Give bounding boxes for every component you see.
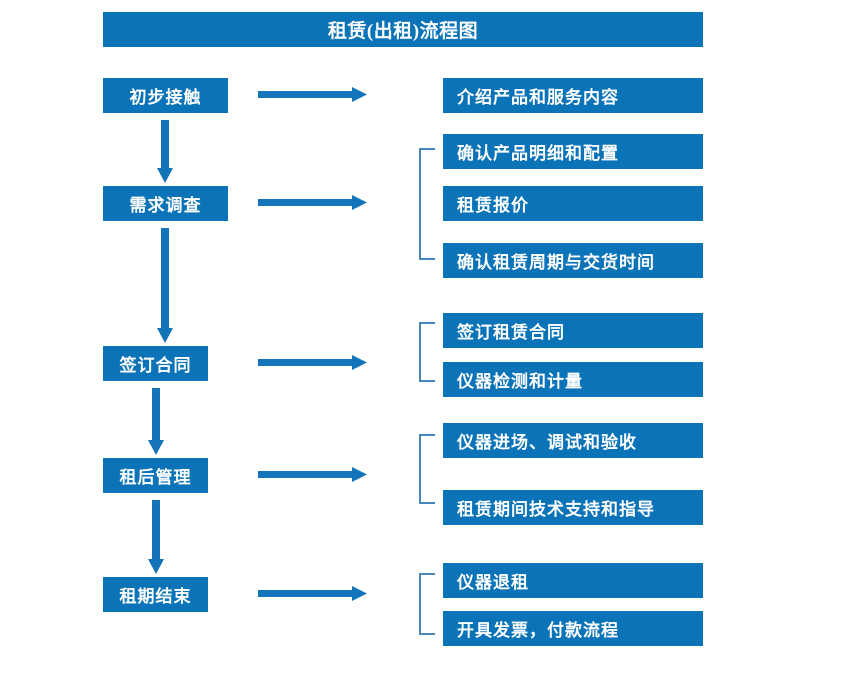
arrow-down-icon-3 [145, 388, 167, 456]
stage-box-5[interactable]: 租期结束 [103, 577, 208, 612]
stage-box-3[interactable]: 签订合同 [103, 346, 208, 381]
detail-box-g3-i1[interactable]: 签订租赁合同 [443, 313, 703, 348]
arrow-down-icon-4 [145, 500, 167, 575]
detail-box-g2-i3[interactable]: 确认租赁周期与交货时间 [443, 243, 703, 278]
arrow-right-icon-4 [258, 466, 368, 484]
stage-box-2[interactable]: 需求调查 [103, 186, 228, 221]
arrow-right-icon-2 [258, 194, 368, 212]
detail-box-g4-i1[interactable]: 仪器进场、调试和验收 [443, 423, 703, 458]
detail-box-g1-i1[interactable]: 介绍产品和服务内容 [443, 78, 703, 113]
detail-box-g2-i2[interactable]: 租赁报价 [443, 186, 703, 221]
arrow-right-icon-3 [258, 354, 368, 372]
stage-box-4[interactable]: 租后管理 [103, 458, 208, 493]
detail-box-g5-i1[interactable]: 仪器退租 [443, 563, 703, 598]
arrow-right-icon-1 [258, 86, 368, 104]
detail-box-g5-i2[interactable]: 开具发票，付款流程 [443, 611, 703, 646]
arrow-down-icon-2 [154, 228, 176, 344]
detail-box-g2-i1[interactable]: 确认产品明细和配置 [443, 134, 703, 169]
flowchart-title: 租赁(出租)流程图 [103, 12, 703, 47]
arrow-right-icon-5 [258, 585, 368, 603]
group-bracket-icon-2 [419, 148, 435, 260]
group-bracket-icon-5 [419, 573, 435, 635]
stage-box-1[interactable]: 初步接触 [103, 78, 228, 113]
detail-box-g3-i2[interactable]: 仪器检测和计量 [443, 362, 703, 397]
arrow-down-icon-1 [154, 120, 176, 184]
group-bracket-icon-3 [419, 322, 435, 382]
group-bracket-icon-4 [419, 434, 435, 504]
detail-box-g4-i2[interactable]: 租赁期间技术支持和指导 [443, 490, 703, 525]
